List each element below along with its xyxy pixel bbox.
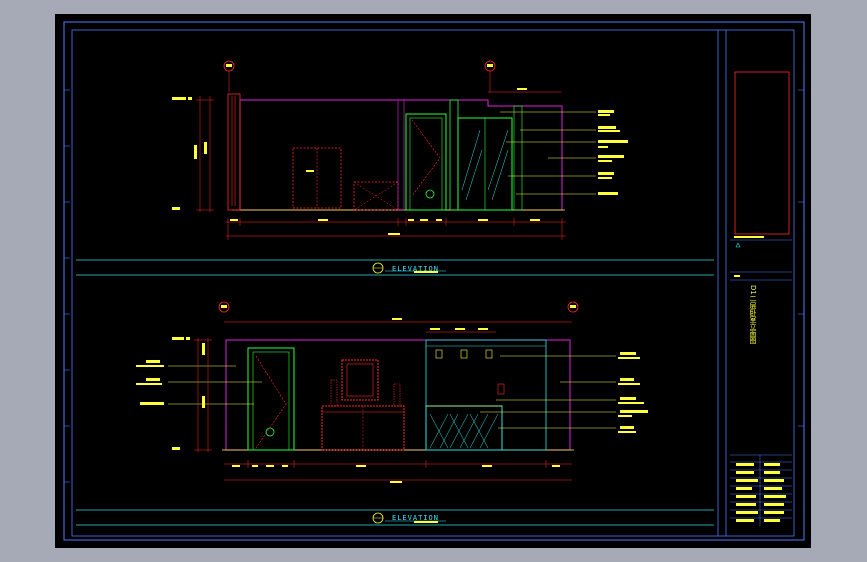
elevation-top xyxy=(172,60,628,240)
elevation-bottom xyxy=(136,301,648,483)
revision-triangle-icon xyxy=(735,242,741,248)
sheet-title: D1二层卧室立面图 xyxy=(749,285,757,344)
title-block-logo-box xyxy=(734,71,790,235)
sheet-border-outer xyxy=(63,21,805,541)
elevation-label-top: ELEVATION xyxy=(392,265,439,273)
door-swing-icon xyxy=(425,189,435,199)
grid-bubble-icon xyxy=(218,301,230,313)
drawing-paper xyxy=(55,14,811,548)
elevation-label-bottom: ELEVATION xyxy=(392,514,439,522)
title-block-table xyxy=(730,455,792,526)
grid-bubble-icon xyxy=(567,301,579,313)
door-swing-icon xyxy=(265,427,275,437)
sheet-border-inner xyxy=(71,29,795,537)
